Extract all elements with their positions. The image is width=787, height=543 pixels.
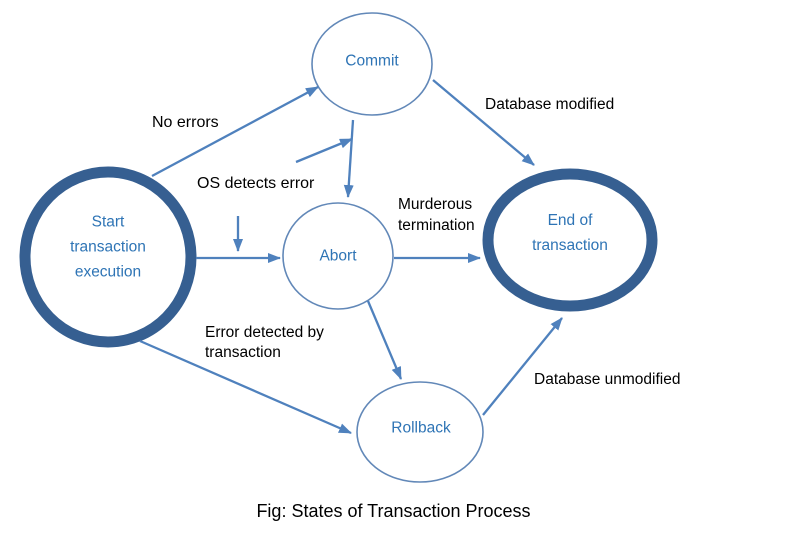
edge-label-os-detects-error: OS detects error — [197, 175, 315, 192]
edge-label-line: termination — [398, 217, 475, 234]
node-label-line: transaction — [532, 237, 608, 254]
node-label-start-transaction: Start transaction execution — [70, 210, 146, 285]
node-label-abort: Abort — [319, 244, 356, 269]
node-circle-start-transaction — [19, 166, 197, 348]
node-label-line: Start — [91, 213, 125, 231]
edge-start-to-commit-arrow — [151, 85, 319, 178]
edge-label-line: Error detected by — [205, 324, 324, 341]
edge-rollback-to-end-arrow — [482, 317, 563, 416]
node-label-end-transaction: End of transaction — [532, 208, 608, 258]
edge-os-error-pointer-upper-arrow — [295, 137, 353, 164]
edge-abort-to-rollback-arrow — [366, 300, 403, 380]
node-label-line: Commit — [345, 52, 399, 70]
figure-caption: Fig: States of Transaction Process — [256, 501, 531, 521]
edge-label-line: Murderous — [398, 196, 473, 213]
node-label-commit: Commit — [345, 49, 398, 74]
node-label-line: execution — [74, 263, 142, 281]
edge-label-murderous-termination: Murderous termination — [398, 194, 475, 236]
node-label-rollback: Rollback — [391, 416, 450, 441]
edge-label-no-errors: No errors — [152, 114, 219, 131]
edge-commit-to-abort-arrow — [343, 119, 355, 198]
edge-commit-to-end-arrow — [432, 79, 535, 166]
node-label-line: Abort — [319, 247, 357, 265]
edge-label-database-modified: Database modified — [485, 96, 615, 113]
node-circle-rollback — [356, 381, 484, 483]
node-circle-end-transaction — [482, 168, 658, 312]
edge-label-line: transaction — [205, 344, 281, 361]
node-circle-commit — [311, 12, 433, 116]
node-label-line: End of — [547, 212, 593, 229]
node-label-line: Rollback — [391, 419, 451, 437]
node-label-line: transaction — [70, 238, 146, 256]
edge-label-database-unmodified: Database unmodified — [534, 371, 681, 388]
edge-label-error-detected: Error detected by transaction — [205, 323, 324, 363]
node-circle-abort — [282, 202, 394, 310]
edge-start-to-rollback-arrow — [139, 339, 352, 435]
